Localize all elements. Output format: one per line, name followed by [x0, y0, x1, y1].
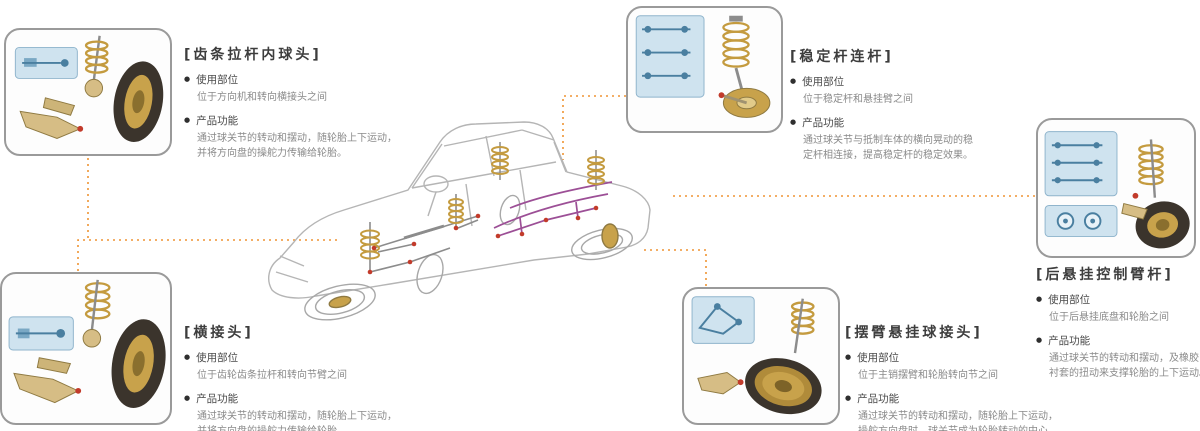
- usage-label: 使用部位: [857, 352, 900, 364]
- callout-ball-joint: [摆臂悬挂球接头] ● 使用部位 位于主销摆臂和轮胎转向节之间 ● 产品功能 通…: [845, 322, 1058, 431]
- photo-rack-end: [4, 28, 172, 156]
- bullet-icon: ●: [184, 115, 191, 124]
- function-label: 产品功能: [857, 392, 900, 405]
- bullet-icon: ●: [845, 393, 852, 402]
- photo-rear-control-arm: [1036, 118, 1196, 258]
- usage-text: 位于方向机和转向横接头之间: [197, 92, 327, 103]
- function-label: 产品功能: [196, 114, 239, 127]
- function-text: 通过球关节的转动和摆动，随轮胎上下运动， 并将方向盘的操舵力传输给轮胎。: [197, 410, 397, 431]
- rack-end-part-illustration: [14, 35, 164, 142]
- front-joint-markers: [367, 213, 481, 275]
- bullet-icon: ●: [184, 75, 191, 83]
- stabilizer-link-part-illustration: [635, 15, 771, 118]
- function-text: 通过球关节的转动和摆动，随轮胎上下运动， 操舵方向盘时，球关节成为轮胎转动的中心…: [858, 410, 1058, 431]
- section-title: [摆臂悬挂球接头]: [845, 325, 983, 341]
- car-wheels: [304, 194, 633, 321]
- photo-tie-rod-end: [0, 272, 172, 425]
- usage-text: 位于稳定杆和悬挂臂之间: [803, 94, 913, 105]
- rear-joint-markers: [495, 205, 599, 239]
- function-text: 通过球关节的转动和摆动，随轮胎上下运动， 并将方向盘的操舵力传输给轮胎。: [197, 132, 397, 160]
- usage-label: 使用部位: [802, 76, 845, 88]
- rear-suspension: [491, 142, 613, 239]
- usage-label: 使用部位: [1048, 294, 1091, 306]
- section-title: [稳定杆连杆]: [790, 49, 894, 65]
- function-label: 产品功能: [802, 116, 845, 129]
- usage-label: 使用部位: [196, 352, 239, 364]
- car-body-outline: [268, 121, 651, 299]
- usage-label: 使用部位: [196, 74, 239, 86]
- rear-control-arm-part-illustration: [1044, 131, 1190, 249]
- section-title: [横接头]: [184, 325, 254, 341]
- function-text: 通过球关节的转动和摆动，及橡胶 衬套的扭动来支撑轮胎的上下运动。: [1049, 352, 1200, 380]
- photo-stabilizer-link: [626, 6, 783, 133]
- front-suspension: [360, 194, 481, 275]
- ball-joint-part-illustration: [691, 296, 822, 415]
- callout-rear-control-arm: [后悬挂控制臂杆] ● 使用部位 位于后悬挂底盘和轮胎之间 ● 产品功能 通过球…: [1036, 264, 1200, 382]
- section-title: [齿条拉杆内球头]: [184, 47, 322, 63]
- car-suspension-illustration: [268, 121, 651, 321]
- section-title: [后悬挂控制臂杆]: [1036, 267, 1174, 283]
- function-label: 产品功能: [196, 392, 239, 405]
- bullet-icon: ●: [1036, 295, 1043, 303]
- car-diagram: [258, 98, 678, 338]
- callout-tie-rod-end: [横接头] ● 使用部位 位于齿轮齿条拉杆和转向节臂之间 ● 产品功能 通过球关…: [184, 322, 397, 431]
- bullet-icon: ●: [184, 393, 191, 402]
- bullet-icon: ●: [845, 353, 852, 361]
- function-text: 通过球关节与抵制车体的横向晃动的稳 定杆相连接，提高稳定杆的稳定效果。: [803, 134, 973, 162]
- bullet-icon: ●: [790, 117, 797, 126]
- callout-stabilizer-link: [稳定杆连杆] ● 使用部位 位于稳定杆和悬挂臂之间 ● 产品功能 通过球关节与…: [790, 46, 973, 164]
- function-label: 产品功能: [1048, 334, 1091, 347]
- photo-ball-joint: [682, 287, 840, 425]
- usage-text: 位于后悬挂底盘和轮胎之间: [1049, 312, 1169, 323]
- bullet-icon: ●: [790, 77, 797, 85]
- tie-rod-end-part-illustration: [8, 279, 166, 408]
- usage-text: 位于主销摆臂和轮胎转向节之间: [858, 370, 998, 381]
- bullet-icon: ●: [1036, 335, 1043, 344]
- callout-rack-end: [齿条拉杆内球头] ● 使用部位 位于方向机和转向横接头之间 ● 产品功能 通过…: [184, 44, 397, 162]
- bullet-icon: ●: [184, 353, 191, 361]
- usage-text: 位于齿轮齿条拉杆和转向节臂之间: [197, 370, 347, 381]
